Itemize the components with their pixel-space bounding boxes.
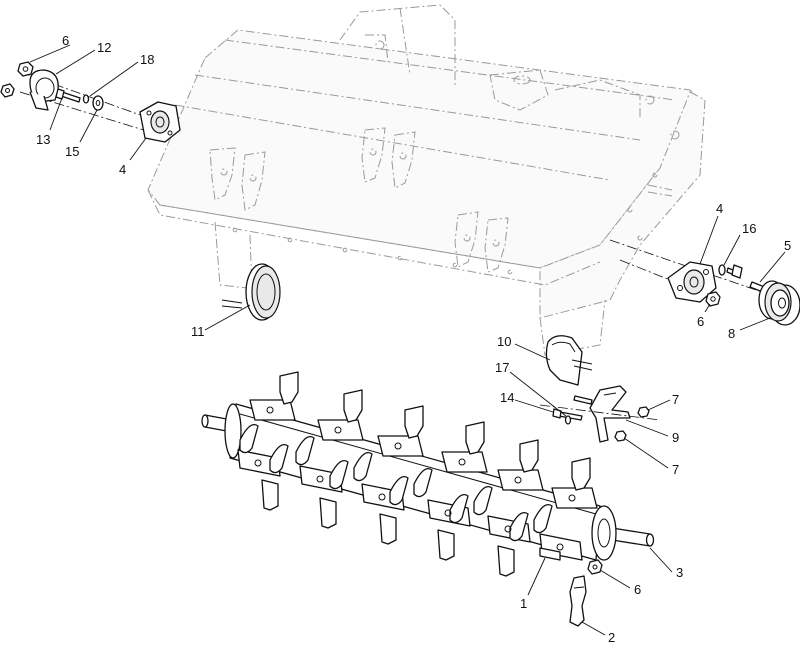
callout-7-nut-upper: 7: [672, 392, 679, 407]
callout-10-guard: 10: [497, 334, 511, 349]
callout-2-tine: 2: [608, 630, 615, 645]
leader-lines: [29, 44, 786, 636]
hub-bolts: [254, 406, 576, 551]
callout-18-lockwasher: 18: [140, 52, 154, 67]
left-bolt: [55, 88, 81, 103]
callout-15-washer: 15: [65, 144, 79, 159]
rotor-nut: [587, 559, 603, 575]
callout-16-right-bolt: 16: [742, 221, 756, 236]
spacer-pin: [539, 547, 561, 561]
stripper-nut-upper: [637, 406, 650, 418]
tines-upper: [279, 371, 591, 491]
left-nut-lower: [0, 83, 15, 98]
callout-13-left-bolt: 13: [36, 132, 50, 147]
callout-6-rotor-nut: 6: [634, 582, 641, 597]
callout-6-right-nut: 6: [697, 314, 704, 329]
stripper-bracket: [589, 385, 631, 443]
callout-12-left-cap: 12: [97, 40, 111, 55]
housing-frame: [147, 4, 706, 356]
callout-17-washer: 17: [495, 360, 509, 375]
callout-8-pulley: 8: [728, 326, 735, 341]
left-lockwasher: [82, 94, 90, 104]
callout-6-left-nut: 6: [62, 33, 69, 48]
tines-lower: [261, 479, 515, 577]
tine-rotor: [201, 371, 655, 577]
callout-3-rotor: 3: [676, 565, 683, 580]
callout-9-stripper: 9: [672, 430, 679, 445]
left-flange-bearing: [139, 101, 181, 143]
loose-tine: [569, 575, 587, 627]
callout-1-spacer: 1: [520, 596, 527, 611]
stripper-nut-lower: [614, 430, 627, 442]
guard-plate: [545, 335, 593, 386]
right-flange-bearing: [667, 261, 717, 303]
left-bearing-cap: [29, 69, 59, 111]
depth-wheel: [221, 263, 281, 321]
callout-4-left-bearing: 4: [119, 162, 126, 177]
callout-7-nut-lower: 7: [672, 462, 679, 477]
stripper-washer: [564, 415, 572, 425]
callout-5-shaft-key: 5: [784, 238, 791, 253]
housing-holes: [232, 227, 513, 275]
left-nut: [17, 61, 34, 77]
right-lockwasher: [718, 264, 726, 276]
internal-strippers: [209, 127, 509, 273]
callout-4-right-bearing: 4: [716, 201, 723, 216]
stripper-bolt: [552, 395, 593, 421]
right-nut: [705, 291, 721, 307]
callout-14-bolt: 14: [500, 390, 514, 405]
tines-front: [239, 423, 553, 542]
callout-11-wheel: 11: [191, 324, 205, 339]
right-bolt: [726, 264, 743, 279]
pulley: [758, 280, 800, 326]
left-washer: [92, 95, 104, 111]
callouts: 6 12 18 13 15 4 4 16 5 6 8 11 10 17 14 7…: [36, 33, 791, 645]
